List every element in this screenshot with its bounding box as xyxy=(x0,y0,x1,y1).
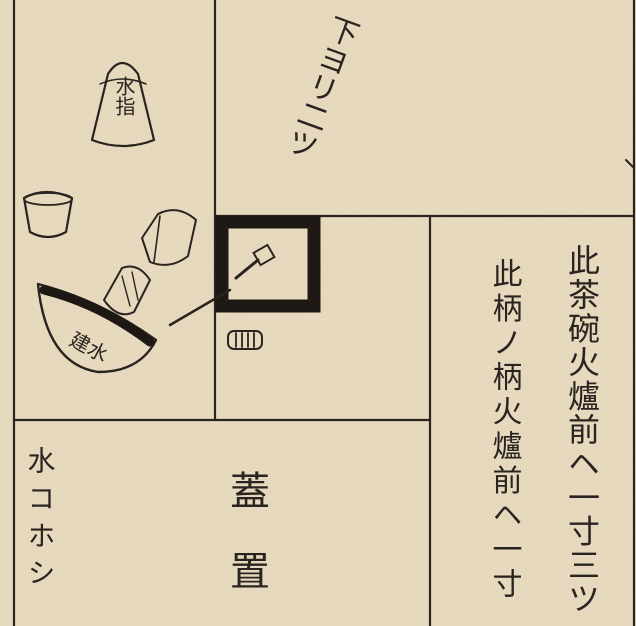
ladle-stick xyxy=(168,288,232,327)
note-tea-bowl: 此茶碗火爐前ヘ一寸三ツ xyxy=(563,244,601,614)
water-jar-label: 水指 xyxy=(112,76,136,116)
ladle-handle xyxy=(234,258,260,280)
tea-bowl-icon xyxy=(22,190,74,239)
lid-rest-icon xyxy=(227,330,263,350)
whisk-icon xyxy=(103,265,151,316)
tea-caddy-icon xyxy=(141,209,197,266)
hearth xyxy=(215,215,321,313)
waste-water-bowl-icon xyxy=(36,282,158,374)
water-jar-icon xyxy=(90,61,156,148)
hearth-frame xyxy=(215,215,321,313)
edge-tick-mark xyxy=(625,159,635,169)
tatami-grid xyxy=(12,0,636,626)
